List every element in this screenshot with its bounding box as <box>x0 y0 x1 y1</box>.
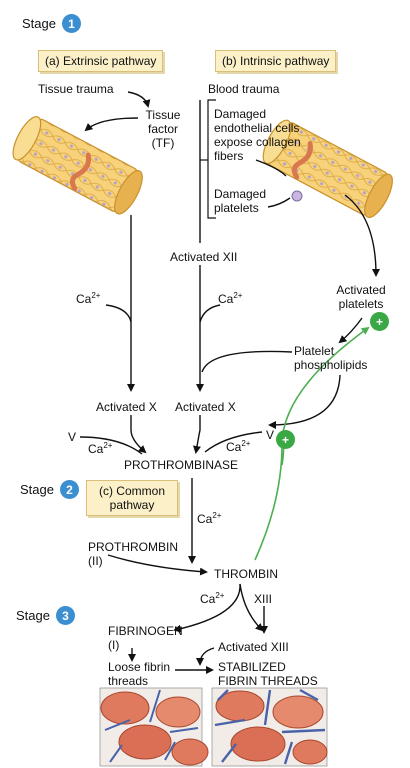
damaged-endothelial-label: Damaged endothelial cells expose collage… <box>214 107 301 163</box>
calcium-symbol: Ca <box>200 592 216 606</box>
calcium-label: Ca2+ <box>197 511 222 528</box>
stage-text: Stage <box>20 482 54 497</box>
stage-text: Stage <box>22 16 56 31</box>
label-line: platelets <box>338 297 384 311</box>
calcium-charge: 2+ <box>215 591 225 600</box>
calcium-charge: 2+ <box>91 291 101 300</box>
factor-v-left-label: V <box>68 430 77 444</box>
common-pathway-line: pathway <box>109 498 155 512</box>
label-line: Activated <box>336 283 386 297</box>
label-line: (II) <box>88 554 103 568</box>
stabilized-fibrin-label: STABILIZED FIBRIN THREADS <box>218 660 318 688</box>
label-line: (TF) <box>151 136 175 150</box>
label-line: platelets <box>214 201 259 215</box>
stage-number-badge: 3 <box>55 606 75 625</box>
label-line: threads <box>108 674 149 688</box>
fibrinogen-label: FIBRINOGEN (I) <box>108 624 183 652</box>
label-line: Damaged <box>214 187 267 201</box>
stage-number-badge: 2 <box>59 480 79 499</box>
activated-x-intrinsic-label: Activated X <box>175 400 236 414</box>
prothrombin-label: PROTHROMBIN (II) <box>88 540 178 568</box>
calcium-charge: 2+ <box>241 439 251 448</box>
label-line: phospholipids <box>294 358 368 372</box>
calcium-charge: 2+ <box>103 441 113 450</box>
positive-feedback-badge: + <box>370 312 389 331</box>
stage-2-label: Stage 2 <box>20 480 79 499</box>
calcium-symbol: Ca <box>88 442 104 456</box>
calcium-symbol: Ca <box>197 512 213 526</box>
label-line: factor <box>147 122 178 136</box>
stage-text: Stage <box>16 608 50 623</box>
stage-number-badge: 1 <box>61 14 81 33</box>
loose-fibrin-clot-image <box>99 687 209 767</box>
extrinsic-pathway-box: (a) Extrinsic pathway <box>38 50 164 72</box>
intrinsic-pathway-box: (b) Intrinsic pathway <box>215 50 337 72</box>
label-line: expose collagen <box>214 135 301 149</box>
common-pathway-box: (c) Common pathway <box>86 480 178 516</box>
calcium-symbol: Ca <box>76 292 92 306</box>
blood-trauma-label: Blood trauma <box>208 82 280 96</box>
loose-fibrin-label: Loose fibrin threads <box>108 660 170 688</box>
label-line: FIBRIN THREADS <box>218 674 318 688</box>
label-line: Loose fibrin <box>108 660 171 674</box>
label-line: STABILIZED <box>218 660 286 674</box>
activated-xii-label: Activated XII <box>170 250 238 264</box>
stage-3-label: Stage 3 <box>16 606 75 625</box>
extrinsic-vessel-illustration <box>12 116 143 215</box>
label-line: Damaged <box>214 107 267 121</box>
activated-x-extrinsic-label: Activated X <box>96 400 157 414</box>
activated-xiii-label: Activated XIII <box>218 640 289 654</box>
prothrombinase-label: PROTHROMBINASE <box>124 458 239 472</box>
calcium-charge: 2+ <box>233 291 243 300</box>
tissue-factor-label: Tissue factor (TF) <box>138 108 188 150</box>
tissue-trauma-label: Tissue trauma <box>38 82 114 96</box>
intrinsic-vessel-illustration <box>262 119 393 219</box>
stage-1-label: Stage 1 <box>22 14 81 33</box>
calcium-label: Ca2+ <box>88 441 113 458</box>
thrombin-label: THROMBIN <box>214 567 278 581</box>
platelet-phospholipids-label: Platelet phospholipids <box>294 344 367 372</box>
calcium-symbol: Ca <box>218 292 234 306</box>
label-line: Tissue <box>145 108 181 122</box>
activated-platelets-label: Activated platelets <box>326 283 396 311</box>
label-line: endothelial cells <box>214 121 300 135</box>
label-line: PROTHROMBIN <box>88 540 178 554</box>
calcium-label: Ca2+ <box>218 291 243 308</box>
factor-v-right-label: V <box>266 428 275 442</box>
calcium-label: Ca2+ <box>226 439 251 456</box>
factor-xiii-label: XIII <box>254 592 273 606</box>
label-line: Platelet <box>294 344 335 358</box>
calcium-label: Ca2+ <box>76 291 101 308</box>
damaged-platelets-label: Damaged platelets <box>214 187 266 215</box>
positive-feedback-badge: + <box>276 430 295 449</box>
common-pathway-line: (c) Common <box>98 484 165 498</box>
label-line: FIBRINOGEN <box>108 624 183 638</box>
stabilized-fibrin-clot-image <box>211 687 328 767</box>
calcium-symbol: Ca <box>226 440 242 454</box>
calcium-charge: 2+ <box>212 511 222 520</box>
calcium-label: Ca2+ <box>200 591 225 608</box>
label-line: (I) <box>108 638 120 652</box>
label-line: fibers <box>214 149 244 163</box>
